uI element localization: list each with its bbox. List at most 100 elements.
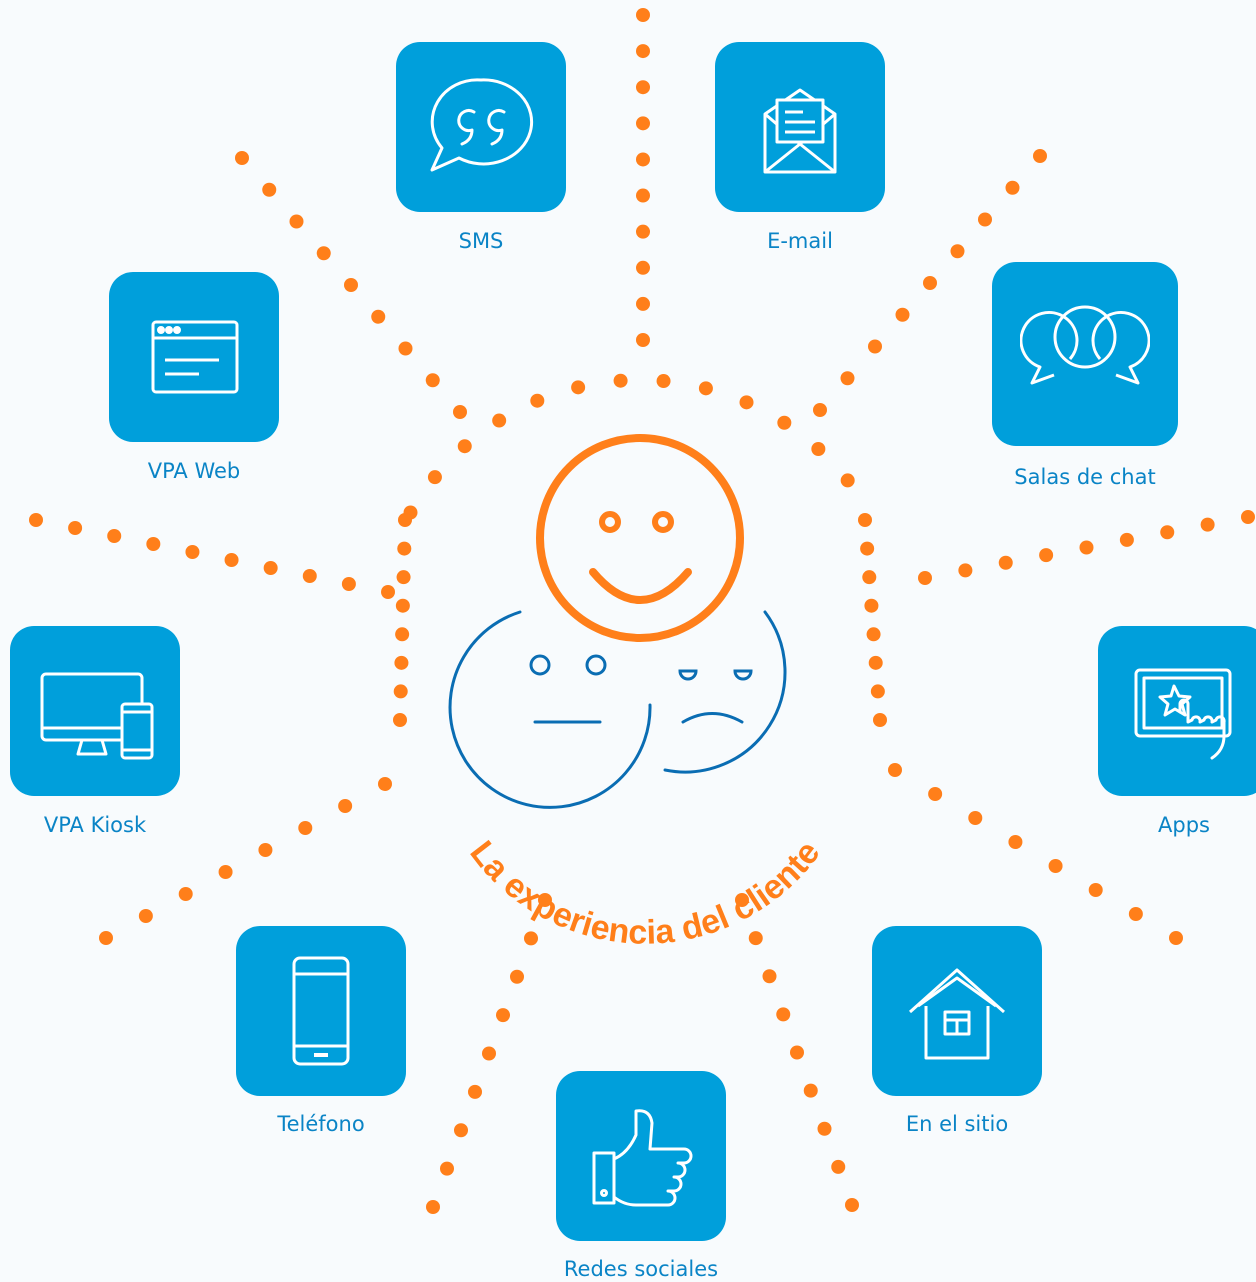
connector-dot — [958, 563, 973, 578]
connector-dot — [636, 116, 650, 131]
connector-dot — [739, 395, 754, 410]
connector-dot — [858, 513, 872, 527]
connector-dot — [298, 821, 313, 835]
center-title: La experiencia del cliente — [462, 834, 827, 952]
connector-dot — [873, 713, 887, 727]
chat-bubbles-icon — [1020, 305, 1150, 385]
channel-label: Salas de chat — [1014, 465, 1156, 489]
connector-dot — [811, 441, 826, 456]
happy-face-smile — [589, 568, 692, 604]
browser-window-icon — [151, 320, 239, 394]
connector-dot — [862, 570, 877, 585]
tile-vpa-kiosk[interactable] — [10, 626, 180, 796]
channel-label: En el sitio — [905, 1112, 1009, 1136]
connector-dot — [888, 763, 902, 777]
connector-dot — [468, 1084, 482, 1099]
connector-dot — [950, 244, 965, 259]
open-envelope-icon — [763, 88, 837, 174]
connector-dot — [1200, 517, 1215, 532]
tile-sms[interactable] — [396, 42, 566, 212]
happy-face-eye — [599, 511, 621, 533]
connector-dot — [338, 799, 353, 813]
connector-dot — [510, 969, 524, 984]
connector-dot — [735, 893, 749, 907]
tile-phone[interactable] — [236, 926, 406, 1096]
touch-screen-icon — [1134, 668, 1232, 760]
connector-dot — [262, 182, 277, 197]
channel-label: SMS — [458, 229, 504, 253]
channel-label: VPA Kiosk — [43, 813, 147, 837]
connector-dot — [235, 151, 249, 165]
connector-dot — [918, 571, 932, 585]
connector-dot — [530, 393, 545, 408]
sad-face-outline — [663, 610, 787, 774]
connector-dot — [427, 470, 442, 485]
house-icon — [909, 968, 1005, 1060]
connector-dot — [482, 1046, 496, 1061]
neutral-face-eye — [529, 654, 551, 676]
neutral-face-eye — [585, 654, 607, 676]
connector-dot — [138, 909, 153, 923]
tile-chat-rooms[interactable] — [992, 262, 1178, 446]
connector-dot — [998, 555, 1013, 570]
connector-dot — [860, 541, 875, 556]
connector-dot — [1169, 931, 1183, 945]
connector-dot — [923, 276, 937, 290]
connector-dot — [440, 1161, 454, 1176]
connector-dot — [845, 1198, 859, 1212]
connector-dot — [538, 893, 552, 907]
connector-dot — [698, 381, 713, 396]
happy-face-outline — [536, 434, 744, 642]
tile-vpa-web[interactable] — [109, 272, 279, 442]
tile-email[interactable] — [715, 42, 885, 212]
connector-dot — [613, 373, 628, 388]
connector-dot — [302, 569, 317, 583]
connector-dot — [218, 865, 233, 879]
connector-dot — [341, 577, 356, 591]
connector-dot — [790, 1045, 804, 1060]
sad-face-eye — [733, 669, 753, 681]
connector-dot — [1008, 835, 1023, 849]
connector-dot — [803, 1083, 818, 1098]
connector-dot — [1079, 540, 1094, 555]
connector-dot — [840, 371, 855, 386]
connector-dot — [636, 296, 650, 311]
connector-dot — [1033, 149, 1047, 163]
connector-dot — [398, 513, 412, 527]
connector-dot — [928, 787, 943, 801]
connector-dot — [1005, 180, 1020, 195]
connector-dot — [395, 627, 410, 642]
connector-dot — [636, 333, 650, 347]
connector-dot — [636, 152, 650, 167]
channel-label: Apps — [1158, 813, 1210, 837]
connector-dot — [524, 931, 538, 946]
connector-dot — [185, 545, 200, 559]
connector-dot — [776, 1007, 791, 1022]
connector-dot — [1128, 907, 1143, 921]
tile-social-networks[interactable] — [556, 1071, 726, 1241]
connector-dot — [762, 969, 777, 984]
connector-dot — [457, 439, 472, 454]
connector-dot — [178, 887, 193, 901]
connector-dot — [393, 684, 408, 699]
tile-apps[interactable] — [1098, 626, 1256, 796]
tile-on-site[interactable] — [872, 926, 1042, 1096]
connector-dot — [831, 1159, 846, 1174]
sad-face-mouth — [681, 712, 744, 724]
monitor-tablet-icon — [40, 672, 154, 760]
connector-dot — [316, 246, 331, 261]
connector-dot — [840, 473, 855, 488]
channel-label: VPA Web — [147, 459, 241, 483]
connector-dot — [453, 405, 467, 419]
connector-dot — [398, 341, 413, 356]
connector-dot — [636, 188, 650, 203]
connector-dot — [289, 214, 304, 229]
channel-label: Redes sociales — [563, 1257, 719, 1281]
connector-dot — [395, 598, 410, 613]
connector-dot — [1119, 532, 1134, 547]
connector-dot — [224, 553, 239, 567]
sad-face-eye — [678, 669, 698, 681]
connector-dot — [378, 777, 392, 791]
connector-dot — [656, 374, 671, 389]
